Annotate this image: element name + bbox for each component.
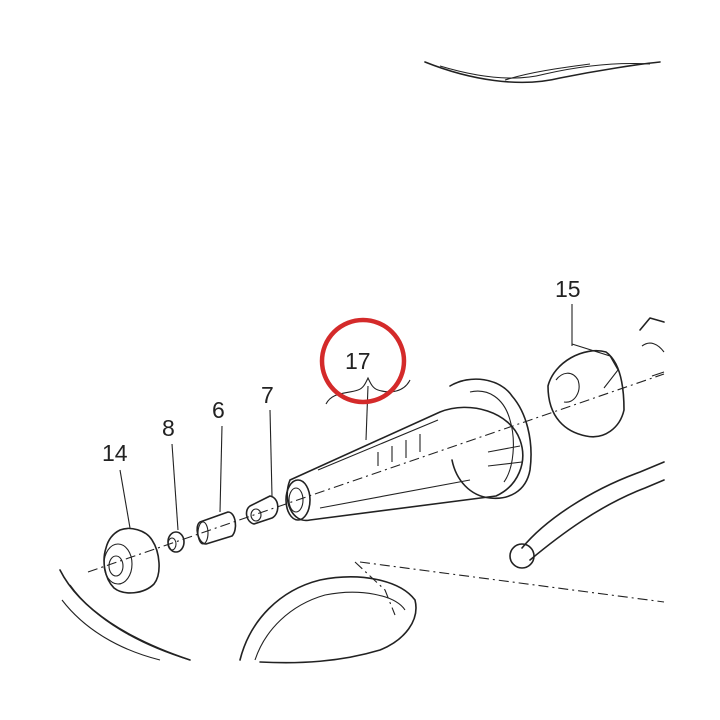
lower-fairing [59, 569, 191, 661]
callout-17: 17 [345, 348, 371, 374]
mirror-housing [239, 561, 417, 664]
callout-15: 15 [555, 276, 581, 302]
part-14-bar-end-weight [103, 469, 160, 594]
callout-7: 7 [261, 382, 274, 408]
top-fairing-fragment [424, 61, 661, 84]
callout-8: 8 [162, 415, 175, 441]
right-edge-fragment [639, 317, 665, 377]
brake-lever [359, 461, 665, 603]
part-17-grip [285, 376, 532, 522]
callout-6: 6 [212, 397, 225, 423]
part-8-spacer [167, 443, 185, 553]
part-15-clamp [547, 304, 625, 438]
callout-14: 14 [102, 440, 128, 466]
highlight-circle [319, 317, 407, 405]
part-7-insert [245, 409, 279, 525]
part-6-sleeve [196, 425, 237, 545]
